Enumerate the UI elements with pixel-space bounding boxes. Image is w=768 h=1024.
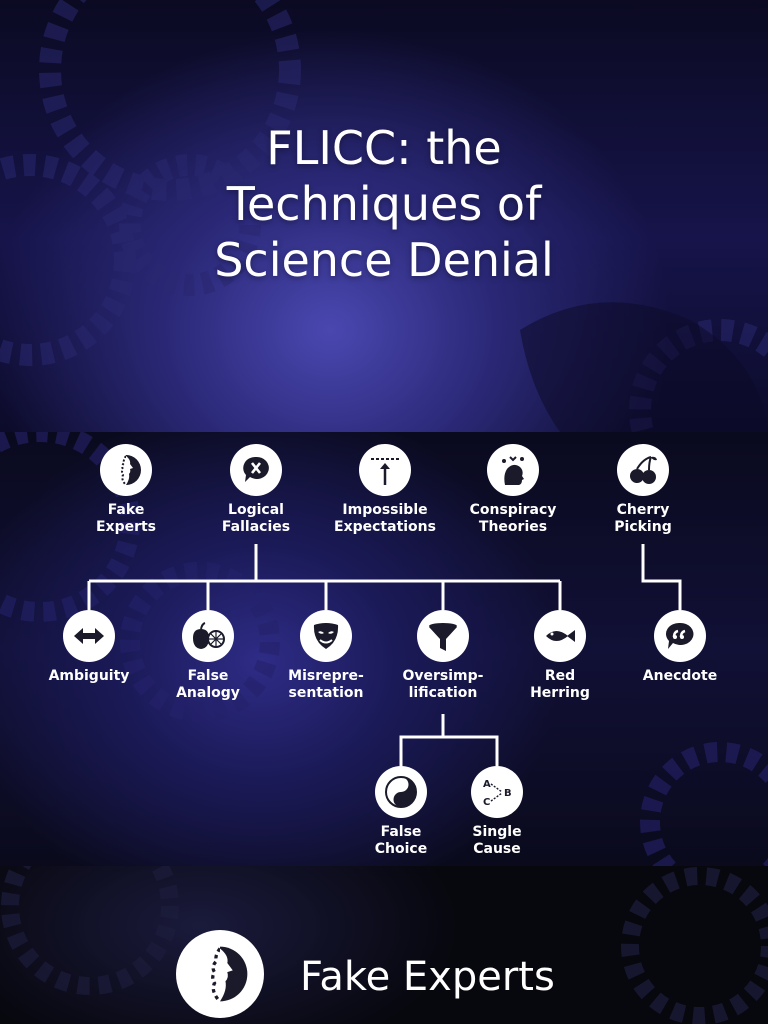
node-oversimplification[interactable]: Oversimp-lification xyxy=(378,610,508,702)
fish-icon xyxy=(534,610,586,662)
anecdote-label: Anecdote xyxy=(642,668,718,684)
quote-bubble-icon xyxy=(654,610,706,662)
bar-raised-arrow-icon xyxy=(359,444,411,496)
page-title: FLICC: the Techniques of Science Denial xyxy=(0,120,768,288)
node-misrepresentation[interactable]: Misrepre-sentation xyxy=(261,610,391,702)
yin-yang-icon xyxy=(375,766,427,818)
fake-experts-large-icon xyxy=(176,930,264,1018)
ambiguity-label: Ambiguity xyxy=(48,668,130,684)
fake-experts-icon xyxy=(100,444,152,496)
single-cause-icon: A B C xyxy=(471,766,523,818)
funnel-icon xyxy=(417,610,469,662)
tree-connectors xyxy=(87,544,682,766)
tree-gear-background xyxy=(0,432,768,866)
gear-background xyxy=(0,0,768,432)
apple-orange-icon xyxy=(182,610,234,662)
hero-banner: FLICC: the Techniques of Science Denial xyxy=(0,0,768,432)
footer-gear-background xyxy=(1,866,768,1024)
title-line-3: Science Denial xyxy=(214,233,554,287)
cherries-icon xyxy=(617,444,669,496)
svg-text:A: A xyxy=(483,779,491,790)
mask-icon xyxy=(300,610,352,662)
svg-text:B: B xyxy=(504,788,512,799)
title-line-1: FLICC: the xyxy=(266,121,502,175)
speech-bubble-x-icon xyxy=(230,444,282,496)
node-anecdote[interactable]: Anecdote xyxy=(615,610,745,685)
node-ambiguity[interactable]: Ambiguity xyxy=(24,610,154,685)
svg-text:C: C xyxy=(483,797,490,808)
oversimplification-label: Oversimp-lification xyxy=(402,668,484,701)
double-arrow-icon xyxy=(63,610,115,662)
section-title: Fake Experts xyxy=(300,954,555,1000)
conspiracy-head-icon xyxy=(487,444,539,496)
section-header xyxy=(0,866,768,1024)
misrepresentation-label: Misrepre-sentation xyxy=(288,668,364,701)
title-line-2: Techniques of xyxy=(226,177,542,231)
